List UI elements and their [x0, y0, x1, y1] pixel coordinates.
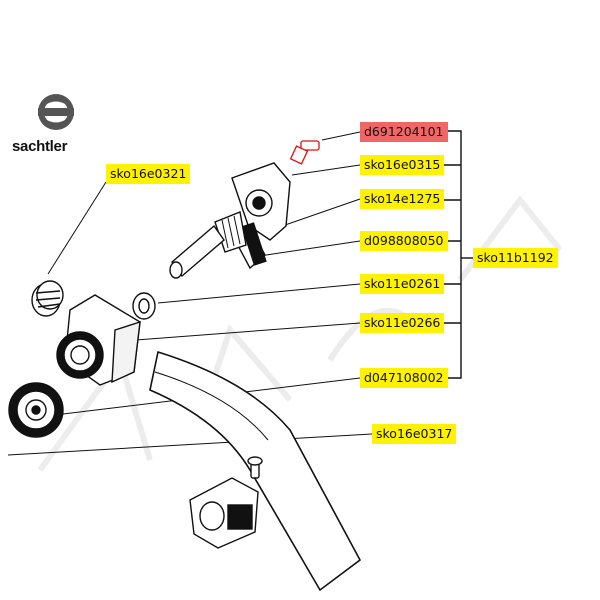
part-label-sko16e0317[interactable]: sko16e0317 [372, 424, 457, 444]
washer-part [132, 292, 156, 320]
lower-clamp-part [189, 456, 263, 549]
leader-sko16e0315 [291, 164, 361, 176]
part-label-sko11b1192[interactable]: sko11b1192 [473, 248, 558, 268]
leader-sko11e0261 [157, 283, 361, 304]
part-label-sko14e1275[interactable]: sko14e1275 [360, 189, 445, 209]
plug-part [31, 280, 64, 317]
part-label-sko11e0261[interactable]: sko11e0261 [360, 274, 445, 294]
lever-assembly [169, 162, 291, 279]
bevel-gear-part [8, 382, 64, 438]
part-label-d047108002[interactable]: d047108002 [360, 368, 448, 388]
leader-sko16e0317 [7, 433, 373, 456]
part-label-d691204101[interactable]: d691204101 [360, 122, 448, 142]
part-label-sko16e0321[interactable]: sko16e0321 [106, 164, 191, 184]
leader-sko16e0321 [47, 181, 107, 275]
brand-name: sachtler [12, 138, 68, 155]
housing-part [56, 294, 141, 386]
screw-part [289, 140, 320, 165]
leader-sko11e0266 [135, 322, 361, 341]
sachtler-logo-icon [38, 94, 74, 130]
part-label-sko16e0315[interactable]: sko16e0315 [360, 155, 445, 175]
leader-d691204101 [321, 131, 361, 141]
part-label-d098808050[interactable]: d098808050 [360, 231, 448, 251]
part-label-sko11e0266[interactable]: sko11e0266 [360, 313, 445, 333]
